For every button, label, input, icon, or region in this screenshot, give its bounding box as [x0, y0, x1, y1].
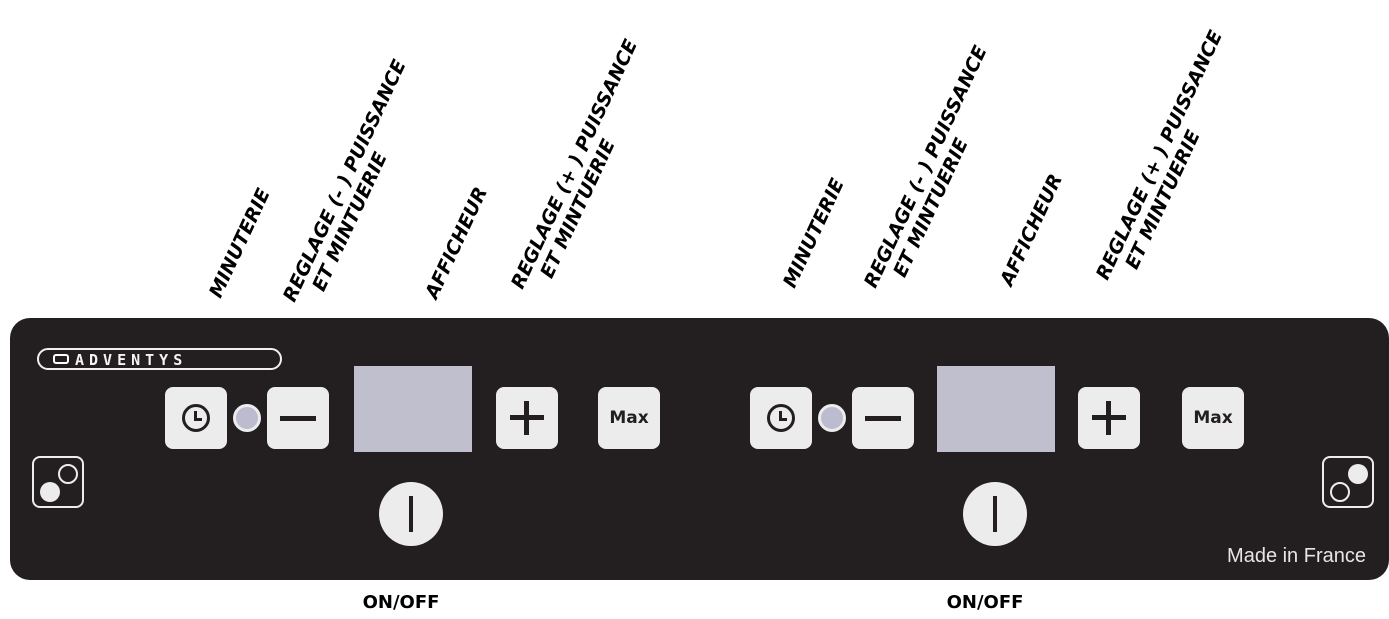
timer-button-zone-1[interactable]: [165, 387, 227, 449]
plus-icon: [1092, 401, 1126, 435]
zone-back-circle-icon: [58, 464, 78, 484]
plus-button-zone-1[interactable]: [496, 387, 558, 449]
minus-button-zone-2[interactable]: [852, 387, 914, 449]
timer-button-zone-2[interactable]: [750, 387, 812, 449]
zone-selector-left[interactable]: [32, 456, 84, 508]
max-button-zone-1[interactable]: Max: [598, 387, 660, 449]
label-minus-zone-2: REGLAGE (- ) PUISSANCE ET MINTUERIE: [860, 42, 992, 292]
plus-icon: [510, 401, 544, 435]
minus-icon: [865, 415, 901, 421]
logo-mark-icon: [53, 354, 69, 364]
max-button-zone-2[interactable]: Max: [1182, 387, 1244, 449]
plus-button-zone-2[interactable]: [1078, 387, 1140, 449]
zone-front-circle-icon: [1348, 464, 1368, 484]
max-label: Max: [609, 408, 649, 428]
power-display-zone-1: [354, 366, 472, 452]
label-minus-zone-1: REGLAGE (- ) PUISSANCE ET MINTUERIE: [279, 56, 411, 306]
clock-icon: [767, 404, 795, 432]
label-plus-zone-1: REGLAGE (+ ) PUISSANCE ET MINTUERIE: [507, 36, 643, 293]
brand-name: ADVENTYS: [75, 351, 188, 369]
minus-button-zone-1[interactable]: [267, 387, 329, 449]
clock-icon: [182, 404, 210, 432]
max-label: Max: [1193, 408, 1233, 428]
zone-back-circle-icon: [1330, 482, 1350, 502]
label-plus-zone-2: REGLAGE (+ ) PUISSANCE ET MINTUERIE: [1092, 27, 1228, 284]
zone-front-circle-icon: [40, 482, 60, 502]
zone-selector-right[interactable]: [1322, 456, 1374, 508]
power-icon: [993, 496, 997, 532]
power-icon: [409, 496, 413, 532]
power-button-zone-1[interactable]: [379, 482, 443, 546]
brand-logo: ADVENTYS: [37, 348, 282, 370]
label-timer-zone-1: MINUTERIE: [205, 185, 275, 302]
timer-led-zone-2: [818, 404, 846, 432]
onoff-label-zone-2: ON/OFF: [946, 592, 1024, 613]
minus-icon: [280, 415, 316, 421]
label-timer-zone-2: MINUTERIE: [779, 175, 849, 292]
timer-led-zone-1: [233, 404, 261, 432]
onoff-label-zone-1: ON/OFF: [362, 592, 440, 613]
power-button-zone-2[interactable]: [963, 482, 1027, 546]
power-display-zone-2: [937, 366, 1055, 452]
label-display-zone-2: AFFICHEUR: [996, 170, 1067, 290]
made-in-label: Made in France: [1227, 545, 1366, 567]
label-display-zone-1: AFFICHEUR: [421, 183, 492, 303]
control-panel: ADVENTYS Max Max Made in F: [10, 318, 1389, 580]
